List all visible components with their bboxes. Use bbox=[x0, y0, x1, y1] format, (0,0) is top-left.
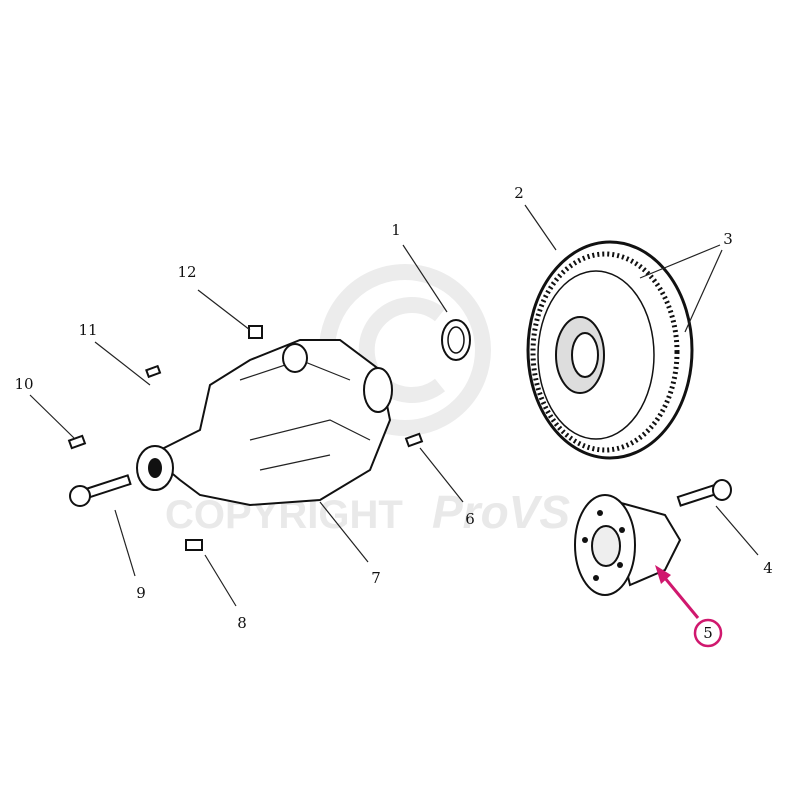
copyright-watermark: COPYRIGHT ProVS bbox=[165, 264, 570, 538]
bolt-part-4 bbox=[676, 479, 732, 507]
callout-7: 7 bbox=[371, 569, 381, 587]
plug-part-12 bbox=[248, 325, 263, 339]
highlight-arrow bbox=[655, 565, 723, 648]
callout-10: 10 bbox=[14, 375, 33, 393]
key-part-8 bbox=[185, 539, 203, 551]
callout-12: 12 bbox=[177, 263, 196, 281]
key-part-11 bbox=[145, 364, 162, 379]
highlight-circle bbox=[693, 618, 723, 648]
key-part-6 bbox=[404, 432, 424, 448]
seal-ring-part bbox=[441, 319, 471, 361]
callout-11: 11 bbox=[78, 321, 97, 339]
watermark-text-right: ProVS bbox=[432, 486, 570, 538]
key-part-10 bbox=[67, 434, 87, 450]
callout-5: 5 bbox=[703, 624, 713, 642]
leader-lines bbox=[29, 204, 759, 607]
callout-8: 8 bbox=[237, 614, 247, 632]
callout-2: 2 bbox=[514, 184, 524, 202]
flywheel-part bbox=[526, 240, 694, 460]
bolt-part-9 bbox=[69, 474, 132, 507]
callout-6: 6 bbox=[465, 510, 475, 528]
callout-4: 4 bbox=[763, 559, 773, 577]
crankshaft-part bbox=[136, 339, 393, 507]
callout-9: 9 bbox=[136, 584, 146, 602]
flywheel-hub-part bbox=[574, 494, 682, 596]
callout-1: 1 bbox=[391, 221, 401, 239]
callout-3: 3 bbox=[723, 230, 733, 248]
